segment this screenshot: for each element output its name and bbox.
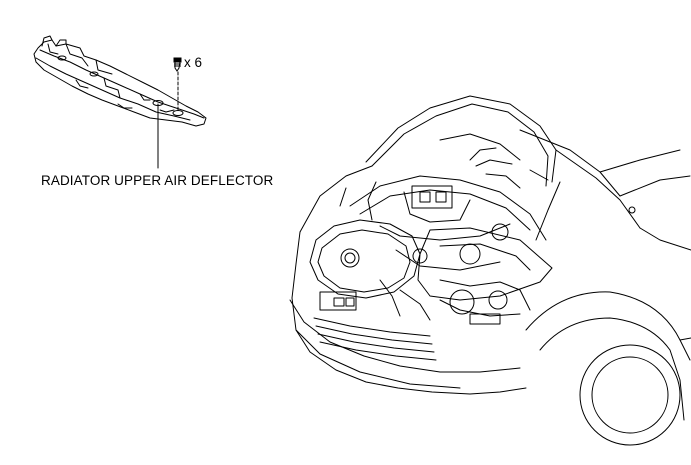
part-name-label: RADIATOR UPPER AIR DEFLECTOR bbox=[41, 173, 274, 188]
fastener-quantity-label: x 6 bbox=[184, 55, 203, 70]
